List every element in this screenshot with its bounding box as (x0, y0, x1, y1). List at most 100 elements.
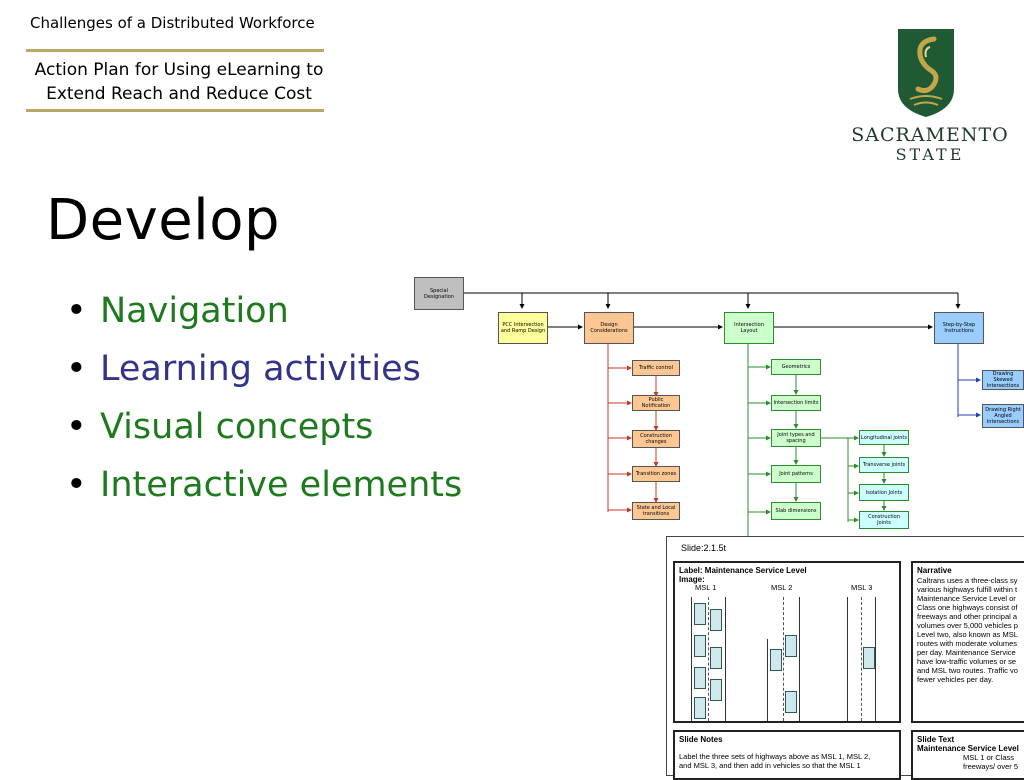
flow-node-isolation-joints: Isolation Joints (859, 484, 909, 501)
narrative-line: fewer vehicles per day. (917, 675, 994, 684)
vehicle-icon (710, 609, 722, 631)
flow-node-step-instructions: Step-by-Step Instructions (934, 312, 984, 344)
narrative-title: Narrative (917, 566, 952, 575)
flow-node-joint-patterns: Joint patterns (771, 465, 821, 483)
bullet-text: Visual concepts (100, 407, 374, 447)
narrative-line: Caltrans uses a three-class sy (917, 576, 1018, 585)
road-edge (799, 597, 800, 721)
vehicle-icon (694, 697, 706, 719)
flow-node-intersection-layout: Intersection Layout (724, 312, 774, 344)
narrative-line: routes with moderate volumes (917, 639, 1018, 648)
flow-node-transverse-joints: Transverse joints (859, 457, 909, 473)
bullet-list: • Navigation • Learning activities • Visual… (60, 288, 462, 520)
slide-text-line: freeways/ over 5 (963, 762, 1019, 771)
storyboard-image-label: Image: (679, 575, 705, 584)
vehicle-icon (710, 647, 722, 669)
road-edge (767, 639, 768, 721)
flowchart-connectors (464, 292, 981, 547)
flow-node-right-angled-intersections: Drawing Right Angled Intersections (982, 404, 1024, 428)
logo-wordmark-top: SACRAMENTO (851, 124, 1009, 146)
bullet-dot-icon: • (66, 465, 87, 505)
logo-wordmark-bottom: STATE (895, 145, 965, 164)
bullet-dot-icon: • (66, 349, 87, 389)
flow-node-construction-changes: Construction changes (632, 430, 680, 448)
bullet-item: • Interactive elements (60, 462, 462, 520)
narrative-line: various highways fulfill within t (917, 585, 1018, 594)
slide-text-subtitle: Maintenance Service Level (917, 744, 1019, 753)
header-rule-top (26, 49, 324, 52)
flow-node-state-local-transitions: State and Local transitions (632, 502, 680, 520)
narrative-line: Level two, also known as MSL (917, 630, 1018, 639)
storyboard-slide-text-panel: Slide Text Maintenance Service Level MSL… (911, 730, 1024, 780)
bullet-text: Learning activities (100, 349, 421, 389)
slide-title: Develop (46, 188, 281, 253)
narrative-line: have low-traffic volumes or se (917, 657, 1017, 666)
storyboard-narrative-panel: Narrative Caltrans uses a three-class sy… (911, 561, 1024, 723)
lane-divider (783, 597, 784, 721)
storyboard-label-title: Label: Maintenance Service Level (679, 566, 807, 575)
flow-node-public-notification: Public Notification (632, 395, 680, 411)
presentation-title: Challenges of a Distributed Workforce (30, 14, 315, 32)
header-rule-bottom (26, 109, 324, 112)
vehicle-icon (863, 647, 875, 669)
flow-node-transition-zones: Transition zones (632, 466, 680, 482)
slide-text-title: Slide Text (917, 735, 955, 744)
bullet-text: Interactive elements (100, 465, 463, 505)
road-edge (691, 597, 692, 721)
subtitle-line-1: Action Plan for Using eLearning to (34, 60, 324, 80)
vehicle-icon (785, 691, 797, 713)
narrative-text: Caltrans uses a three-class sy various h… (917, 576, 1018, 684)
storyboard-page: Slide:2.1.5t Label: Maintenance Service … (666, 536, 1024, 780)
bullet-text: Navigation (100, 291, 289, 331)
narrative-line: Class one highways consist of (917, 603, 1018, 612)
road-edge (725, 597, 726, 721)
notes-title: Slide Notes (679, 735, 723, 744)
vehicle-icon (770, 649, 782, 671)
flow-node-design-considerations: Design Considerations (584, 312, 634, 344)
slide-text-body: MSL 1 or Class freeways/ over 5 (963, 753, 1018, 771)
storyboard-notes-panel: Slide Notes Label the three sets of high… (673, 730, 901, 780)
navigation-flowchart: Special Designation PCC Intersection and… (412, 272, 1024, 547)
flow-node-traffic-control: Traffic control (632, 360, 680, 376)
msl-1-label: MSL 1 (695, 583, 717, 592)
lane-divider (861, 597, 862, 721)
storyboard-image-panel: Label: Maintenance Service Level Image: … (673, 561, 901, 723)
flow-node-intersection-limits: Intersection limits (771, 395, 821, 411)
storyboard-slide-id: Slide:2.1.5t (681, 543, 727, 553)
narrative-line: volumes over 5,000 vehicles p (917, 621, 1018, 630)
notes-text: Label the three sets of highways above a… (679, 752, 870, 770)
flow-node-joint-types: Joint types and spacing (771, 429, 821, 447)
sacramento-state-logo-icon (898, 29, 954, 117)
narrative-line: freeways and other principal a (917, 612, 1018, 621)
presentation-subtitle: Action Plan for Using eLearning to Exten… (26, 58, 332, 106)
narrative-line: Maintenance Service Level or (917, 594, 1016, 603)
slide-text-line: MSL 1 or Class (963, 753, 1014, 762)
vehicle-icon (694, 603, 706, 625)
bullet-dot-icon: • (66, 407, 87, 447)
vehicle-icon (694, 635, 706, 657)
bullet-item: • Visual concepts (60, 404, 462, 462)
notes-line: Label the three sets of highways above a… (679, 752, 871, 761)
flow-node-special-designation: Special Designation (414, 277, 464, 310)
bullet-dot-icon: • (66, 291, 87, 331)
narrative-line: per day. Maintenance Service (917, 648, 1016, 657)
flow-node-skewed-intersections: Drawing Skewed Intersections (982, 370, 1024, 390)
lane-divider (708, 597, 709, 721)
bullet-item: • Learning activities (60, 346, 462, 404)
road-edge (847, 597, 848, 721)
flow-node-pcc-design: PCC Intersection and Ramp Design (498, 312, 548, 344)
subtitle-line-2: Extend Reach and Reduce Cost (46, 84, 312, 104)
vehicle-icon (694, 667, 706, 689)
vehicle-icon (785, 635, 797, 657)
notes-line: and MSL 3, and then add in vehicles so t… (679, 761, 861, 770)
flow-node-longitudinal-joints: Longitudinal joints (859, 430, 909, 445)
msl-3-label: MSL 3 (851, 583, 873, 592)
narrative-line: and MSL two routes. Traffic vo (917, 666, 1018, 675)
vehicle-icon (710, 679, 722, 701)
msl-2-label: MSL 2 (771, 583, 793, 592)
road-edge (875, 597, 876, 721)
flow-node-construction-joints: Construction Joints (859, 511, 909, 529)
flow-node-slab-dimensions: Slab dimensions (771, 502, 821, 520)
bullet-item: • Navigation (60, 288, 462, 346)
flow-node-geometrics: Geometrics (771, 359, 821, 375)
